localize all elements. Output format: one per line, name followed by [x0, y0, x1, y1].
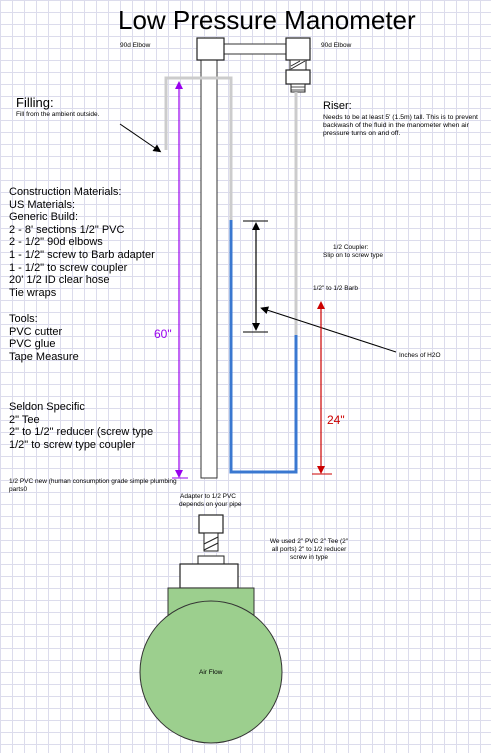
filling-heading: Filling: [16, 95, 54, 110]
filling-arrow [119, 123, 162, 153]
tools-line: Tape Measure [9, 350, 79, 363]
materials-line: 1 - 1/2" screw to Barb adapter [9, 248, 155, 261]
adapter-note-1: Adapter to 1/2 PVC [180, 493, 237, 500]
seldon-line: 2" to 1/2" reducer (screw type [9, 426, 154, 439]
dim-24-label: 24" [327, 413, 345, 427]
pvc-note: 1/2 PVC new (human consumption grade sim… [9, 478, 177, 493]
materials-list: Construction Materials: US Materials: Ge… [9, 186, 155, 299]
seldon-list: Seldon Specific 2" Tee 2" to 1/2" reduce… [9, 401, 153, 451]
seldon-line: 1/2" to screw type coupler [9, 438, 136, 451]
materials-line: 2 - 1/2" 90d elbows [9, 236, 103, 249]
seldon-line: 2" Tee [9, 413, 40, 426]
top-pipe [223, 43, 287, 55]
air-flow-pipe [139, 600, 283, 744]
materials-line: 20' 1/2 ID clear hose [9, 274, 110, 287]
materials-line: 2 - 8' sections 1/2" PVC [9, 223, 125, 236]
coupler-right [285, 69, 311, 85]
riser-pipe [200, 59, 218, 479]
riser-note: Needs to be at least 5' (1.5m) tall. Thi… [323, 114, 478, 138]
screw-thread-bottom [203, 532, 219, 552]
inches-h2o-label: Inches of H2O [399, 352, 441, 359]
tools-line: Tools: [9, 313, 38, 325]
materials-line: US Materials: [9, 198, 76, 211]
reducer [179, 563, 239, 589]
coupler-note-2: Slip on to screw type [323, 252, 383, 259]
materials-line: Generic Build: [9, 211, 79, 224]
dim-60-label: 60" [154, 327, 172, 341]
left-elbow [196, 37, 225, 61]
barb-note: 1/2" to 1/2 Barb [313, 285, 358, 292]
fluid-column [229, 220, 298, 474]
materials-line: Construction Materials: [9, 186, 122, 198]
clear-hose [164, 76, 298, 335]
air-flow-label: Air Flow [199, 669, 223, 676]
tools-line: PVC glue [9, 338, 56, 351]
used-note: We used 2" PVC 2" Tee (2" all ports) 2" … [269, 538, 349, 561]
page-title: Low Pressure Manometer [118, 5, 416, 35]
label-elbow-left: 90d Elbow [120, 42, 151, 49]
reducer-top [197, 555, 225, 565]
adapter-note-2: depends on your pipe [179, 501, 242, 508]
coupler-note-1: 1/2 Coupler: [333, 244, 369, 251]
barb-right [290, 83, 306, 93]
materials-line: Tie wraps [9, 286, 57, 299]
tools-line: PVC cutter [9, 325, 63, 338]
label-elbow-right: 90d Elbow [321, 42, 352, 49]
materials-line: 1 - 1/2" to screw coupler [9, 261, 128, 274]
filling-note: Fill from the ambient outside. [16, 111, 100, 118]
thread-lines-right [290, 60, 306, 70]
bottom-adapter [198, 514, 224, 534]
riser-heading: Riser: [323, 100, 352, 112]
right-elbow [285, 37, 311, 61]
h2o-pointer-arrow [260, 306, 397, 353]
seldon-line: Seldon Specific [9, 401, 85, 413]
tools-list: Tools: PVC cutter PVC glue Tape Measure [9, 313, 79, 363]
